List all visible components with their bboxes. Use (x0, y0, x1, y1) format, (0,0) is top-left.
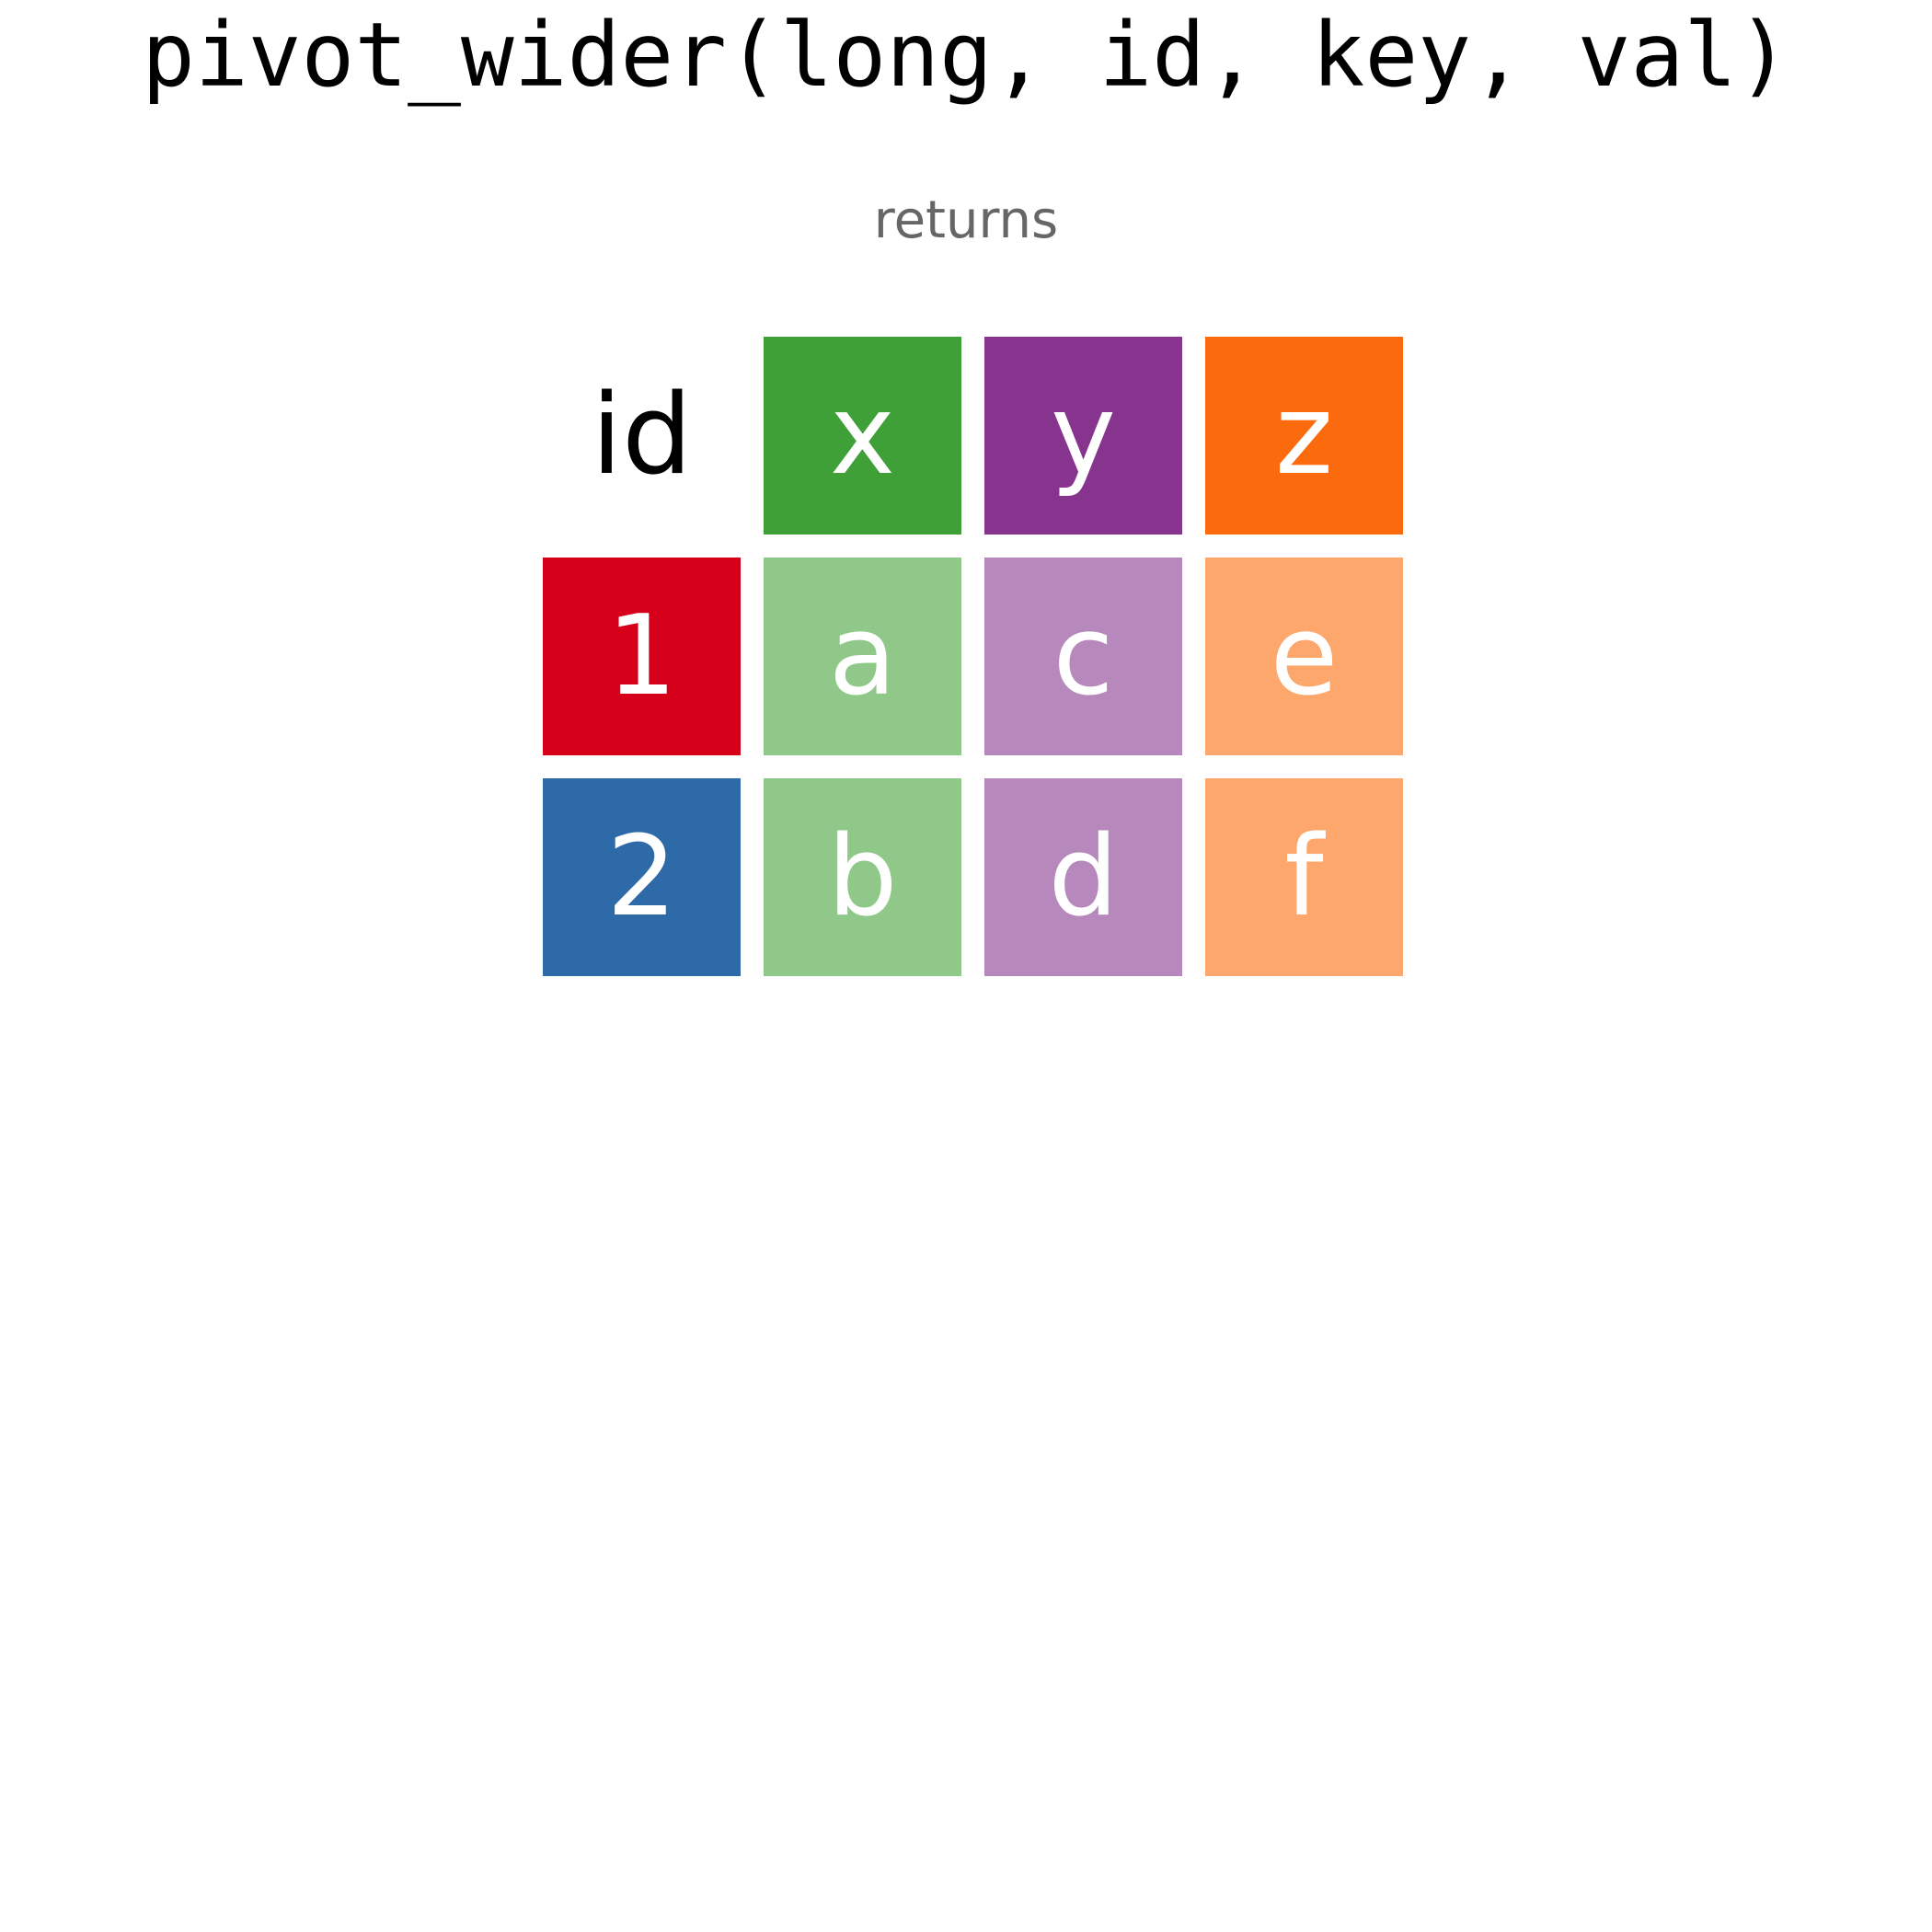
id-cell-1: 1 (543, 558, 741, 755)
value-cell-2-y: d (984, 778, 1182, 976)
column-header-x: x (764, 337, 961, 535)
value-cell-2-z: f (1205, 778, 1403, 976)
value-cell-1-z: e (1205, 558, 1403, 755)
returns-label: returns (873, 190, 1059, 250)
value-cell-2-x: b (764, 778, 961, 976)
id-cell-2: 2 (543, 778, 741, 976)
function-call-title: pivot_wider(long, id, key, val) (142, 4, 1790, 107)
column-header-y: y (984, 337, 1182, 535)
value-cell-1-x: a (764, 558, 961, 755)
value-cell-1-y: c (984, 558, 1182, 755)
column-header-z: z (1205, 337, 1403, 535)
id-column-header: id (591, 372, 693, 500)
